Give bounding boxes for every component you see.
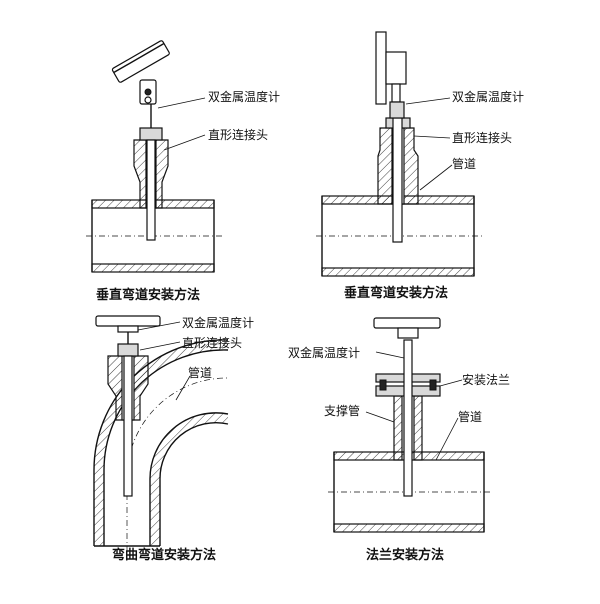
pipe-label: 管道	[188, 366, 213, 380]
swivel-joint	[139, 79, 157, 105]
thermometer-stem	[403, 339, 413, 497]
thermometer-label: 双金属温度计	[182, 316, 255, 330]
connector-label: 直形连接头	[182, 336, 243, 350]
connector-label: 直形连接头	[208, 128, 269, 142]
connector-label: 直形连接头	[452, 131, 513, 145]
thermometer-dial	[111, 40, 170, 83]
flange-label: 安装法兰	[462, 373, 511, 387]
pipe-label: 管道	[458, 410, 483, 424]
thermometer-label: 双金属温度计	[288, 346, 361, 360]
caption-top-right: 垂直弯道安装方法	[344, 286, 449, 301]
thermometer-dial	[373, 317, 441, 339]
thermometer-stem	[392, 117, 403, 243]
caption-bottom-left: 弯曲弯道安装方法	[112, 548, 217, 563]
panel-top-right-drawing	[316, 31, 482, 277]
thermometer-label: 双金属温度计	[452, 90, 525, 104]
caption-bottom-right: 法兰安装方法	[366, 548, 445, 563]
pipe-label: 管道	[452, 157, 477, 171]
thermometer-dial	[95, 315, 161, 333]
thermometer-dial	[375, 31, 407, 119]
thermometer-stem	[123, 355, 133, 497]
thermometer-label: 双金属温度计	[208, 90, 281, 104]
panel-bottom-left-drawing	[93, 315, 229, 552]
panel-bottom-right-drawing	[328, 317, 492, 533]
support-tube-label: 支撑管	[324, 404, 361, 418]
thermometer-stem	[146, 139, 156, 241]
caption-top-left: 垂直弯道安装方法	[96, 288, 201, 303]
panel-top-left-drawing	[86, 40, 222, 273]
